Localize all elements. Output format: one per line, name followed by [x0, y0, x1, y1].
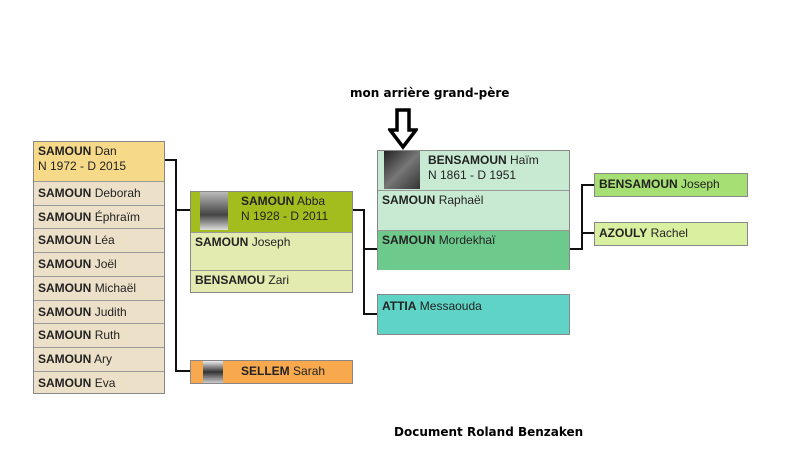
connector [581, 184, 594, 186]
grandfather-parent-row: SAMOUN Raphaël [378, 190, 569, 230]
sibling-row[interactable]: SAMOUN Michaël [34, 275, 164, 300]
mother-card[interactable]: SELLEM Sarah [190, 360, 353, 384]
connector [581, 184, 583, 250]
sibling-row[interactable]: SAMOUN Eva [34, 370, 164, 395]
connector [352, 209, 365, 211]
connector [363, 209, 365, 315]
sibling-row[interactable]: SAMOUN Deborah [34, 181, 164, 205]
sibling-row[interactable]: SAMOUN Éphraïm [34, 204, 164, 229]
grandfather-parent-row: SAMOUN Mordekhaï [378, 230, 569, 270]
sibling-row[interactable]: SAMOUN Ruth [34, 323, 164, 347]
sibling-row[interactable]: SAMOUN Léa [34, 228, 164, 252]
given-name: Léa [94, 233, 115, 248]
connector [165, 159, 177, 161]
given-name: Éphraïm [94, 209, 141, 224]
given-name: Michaël [94, 280, 137, 295]
great-grandparent-card[interactable]: AZOULY Rachel [594, 222, 748, 246]
portrait-photo [384, 151, 420, 189]
surname: SAMOUN [38, 328, 92, 343]
surname: SAMOUN [38, 257, 92, 272]
connector [175, 209, 190, 211]
given-name: Eva [94, 375, 116, 390]
father-parent-row: BENSAMOU Zari [191, 270, 352, 293]
credit-text: Document Roland Benzaken [394, 425, 584, 439]
portrait-photo [200, 192, 228, 230]
connector [363, 313, 377, 315]
surname: SAMOUN [38, 233, 92, 248]
connector [175, 159, 177, 372]
connector [175, 370, 190, 372]
surname: SAMOUN [38, 351, 92, 366]
surname: SAMOUN [38, 186, 92, 200]
connector [569, 248, 582, 250]
father-parent-row: SAMOUN Joseph [191, 232, 352, 270]
sibling-row[interactable]: SAMOUN Joël [34, 252, 164, 276]
connector [581, 232, 594, 234]
surname: SAMOUN [38, 304, 92, 319]
connector [363, 248, 377, 250]
given-name: Ruth [94, 328, 121, 343]
great-grandparent-card[interactable]: BENSAMOUN Joseph [594, 173, 748, 197]
surname: SAMOUN [38, 280, 92, 295]
annotation-text: mon arrière grand-père [350, 86, 510, 100]
surname: SAMOUN [38, 209, 92, 224]
portrait-photo [203, 361, 223, 383]
given-name: Deborah [94, 186, 141, 200]
down-arrow-icon [388, 108, 418, 150]
sibling-row[interactable]: SAMOUN Ary [34, 346, 164, 371]
grandmother-card[interactable]: ATTIA Messaouda [377, 294, 570, 335]
given-name: Judith [94, 304, 127, 319]
given-name: Ary [94, 351, 113, 366]
surname: SAMOUN [38, 375, 92, 390]
sibling-row[interactable]: SAMOUN Judith [34, 299, 164, 324]
given-name: Joël [94, 257, 117, 272]
